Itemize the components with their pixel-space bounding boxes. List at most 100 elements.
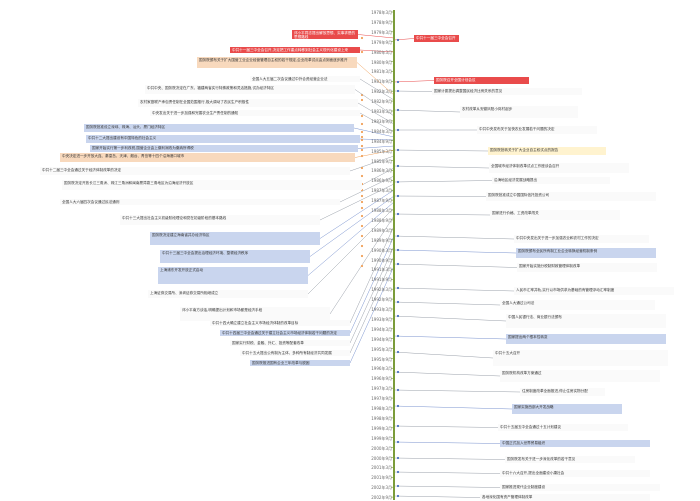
left-event-box: 上海浦东开发开放正式启动 (158, 267, 308, 284)
left-event-box: 中共十五大提出公有制为主体、多种所有制经济共同发展 (240, 350, 350, 356)
right-connector (393, 109, 461, 113)
left-event-box: 中央发出关于进一步加强和完善农业生产责任制的通知 (150, 110, 360, 116)
right-marker (396, 370, 400, 374)
right-event-box: 住房制度改革全面推进,停止住房实物分配 (520, 388, 605, 396)
right-marker (396, 194, 400, 198)
tick-label: 1998年9月 (371, 415, 392, 421)
left-marker (360, 174, 364, 178)
tick-label: 1988年3月 (371, 208, 392, 213)
left-marker (360, 114, 364, 118)
right-marker (396, 404, 400, 408)
left-connector (349, 235, 395, 334)
left-event-box: 国务院批准设立深圳、珠海、汕头、厦门经济特区 (84, 124, 354, 132)
left-connector (307, 207, 395, 295)
right-event-box: 国务院发布关于进一步深化改革的若干意见 (505, 456, 635, 463)
tick-label: 1990年3月 (371, 247, 392, 253)
timeline-axis (393, 10, 395, 500)
left-connector (354, 89, 395, 117)
right-connector (393, 180, 493, 183)
tick-label: 1993年9月 (371, 316, 392, 322)
left-connector (309, 195, 395, 257)
right-event-box: 国务院批转关于扩大企业自主权试点的报告 (488, 147, 606, 155)
left-event-box: 国务院决定开放长江三角洲、珠江三角洲和闽南厦漳泉三角地区为沿海经济开放区 (62, 180, 362, 190)
tick-label: 2000年9月 (371, 455, 392, 461)
right-marker (396, 470, 400, 474)
left-connector (349, 265, 395, 364)
left-marker (360, 224, 364, 228)
right-connector (393, 213, 491, 216)
right-event-box: 中共十六大召开,提出全面建设小康社会 (500, 470, 650, 477)
right-connector (393, 80, 435, 83)
right-connector (393, 263, 518, 268)
right-connector (393, 90, 433, 92)
left-event-box: 中共中央、国务院决定在广东、福建两省实行特殊政策和灵活措施,试办经济特区 (145, 85, 355, 94)
tick-label: 1992年9月 (371, 297, 392, 303)
left-event-box: 中共十三届三中全会提出治理经济环境、整顿经济秩序 (160, 250, 310, 263)
tick-label: 1981年9月 (371, 79, 392, 85)
right-event-box: 国家进行价格、工资改革闯关 (490, 210, 620, 220)
tick-label: 1987年9月 (371, 198, 392, 204)
right-marker (396, 212, 400, 216)
tick-label: 2000年3月 (371, 445, 392, 451)
right-marker (396, 494, 400, 498)
left-connector (339, 175, 395, 203)
right-event-box: 中共十一届三中全会召开 (414, 35, 459, 42)
right-connector (393, 301, 501, 306)
tick-label: 1997年3月 (371, 386, 392, 392)
left-event-box: 全国人大五届二次会议通过中外合资经营企业法 (250, 76, 360, 82)
left-marker (360, 138, 364, 142)
tick-label: 1997年9月 (371, 396, 392, 402)
left-event-box: 国务院颁布关于扩大国营工业企业经营管理自主权的若干规定,企业改革试点由点到面逐步… (197, 57, 357, 68)
right-marker (396, 484, 400, 488)
left-event-box: 国务院决定建立海南省并办经济特区 (150, 232, 320, 245)
right-connector (393, 351, 494, 359)
right-connector (393, 495, 481, 498)
left-marker (360, 122, 364, 126)
left-event-box: 农村家庭联产承包责任制在全国范围推行,极大调动了农民生产积极性 (138, 99, 358, 107)
right-connector (393, 389, 521, 393)
left-connector (319, 189, 395, 239)
right-marker (396, 440, 400, 444)
tick-label: 1996年9月 (371, 376, 392, 382)
right-marker (396, 334, 400, 338)
right-marker (396, 248, 400, 252)
left-connector (349, 225, 395, 324)
tick-label: 1985年3月 (371, 148, 392, 154)
left-marker (360, 154, 364, 158)
left-marker (360, 194, 364, 198)
right-event-box: 国务院颁布全民所有制工业企业转换经营机制条例 (516, 248, 656, 258)
left-marker (360, 206, 364, 210)
tick-label: 2002年3月 (371, 485, 392, 491)
left-marker (360, 200, 364, 204)
left-event-box: 中共十二大提出建设有中国特色的社会主义 (86, 135, 360, 143)
right-marker (396, 314, 400, 318)
right-event-box: 国家计委提出调整国民经济比例关系的意见 (432, 88, 582, 95)
right-event-box: 沿海地区经济发展战略提出 (492, 177, 610, 184)
tick-label: 1980年3月 (371, 49, 392, 55)
tick-label: 1991年3月 (371, 267, 392, 273)
tick-label: 1983年9月 (371, 118, 392, 124)
tick-label: 1992年3月 (371, 287, 392, 293)
left-marker (360, 144, 364, 148)
left-connector (359, 112, 395, 133)
left-connector (307, 201, 395, 276)
left-event-box: 中共十二届三中全会通过关于经济体制改革的决定 (40, 167, 350, 175)
right-marker (396, 286, 400, 290)
right-connector (393, 471, 501, 474)
right-event-box: 国家实施西部大开发战略 (512, 404, 622, 414)
right-marker (396, 300, 400, 304)
right-event-box: 农村改革从安徽凤阳小岗村起步 (460, 106, 578, 118)
left-event-box: 国家开始实行第一步利改税,国营企业由上缴利润改为缴纳所得税 (90, 145, 358, 152)
right-marker (396, 148, 400, 152)
tick-label: 1986年3月 (371, 168, 392, 174)
tick-label: 1980年9月 (371, 59, 392, 65)
left-marker (360, 50, 364, 54)
right-connector (393, 195, 487, 197)
right-event-box: 中共十五届五中全会通过十五计划建议 (498, 424, 628, 431)
right-connector (393, 425, 499, 428)
tick-label: 1995年3月 (371, 346, 392, 352)
right-connector (393, 235, 515, 240)
right-connector (393, 249, 517, 254)
tick-label: 1984年3月 (371, 128, 392, 134)
